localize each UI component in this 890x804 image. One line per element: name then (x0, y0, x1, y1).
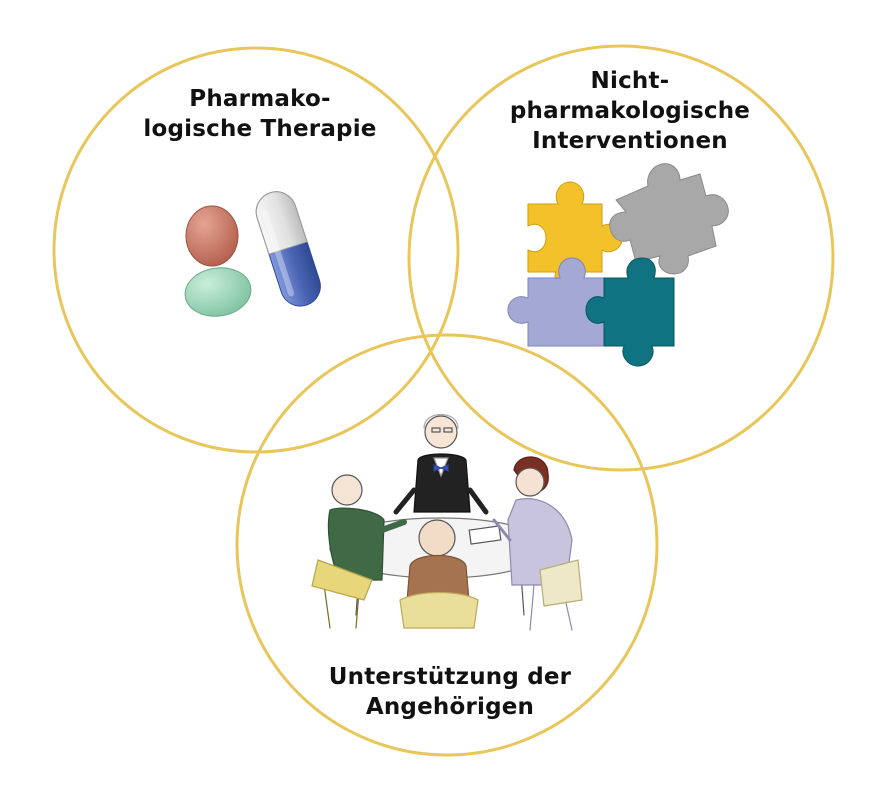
puzzle-piece-yellow (527, 181, 623, 291)
puzzle-pieces-icon (507, 163, 729, 367)
pills-icon (184, 191, 321, 317)
family-meeting-illustration (311, 414, 583, 631)
label-line: Angehörigen (365, 694, 535, 720)
label-caregiver-support: Unterstützung der Angehörigen (305, 662, 595, 722)
label-line: Unterstützung der (328, 664, 572, 690)
label-line: Nicht- (590, 68, 670, 94)
label-line: Interventionen (532, 128, 728, 154)
label-non-pharmacological: Nicht- pharmakologische Interventionen (505, 66, 755, 156)
label-line: pharmakologische (509, 98, 751, 124)
label-line: Pharmako- (189, 86, 331, 112)
label-pharmacological: Pharmako- logische Therapie (140, 84, 380, 144)
circle-non-pharmacological (407, 44, 835, 472)
circle-caregiver-support (235, 333, 659, 757)
puzzle-piece-teal (585, 257, 675, 367)
circle-pharmacological (52, 46, 460, 454)
puzzle-piece-gray (609, 163, 729, 275)
label-line: logische Therapie (143, 116, 377, 142)
